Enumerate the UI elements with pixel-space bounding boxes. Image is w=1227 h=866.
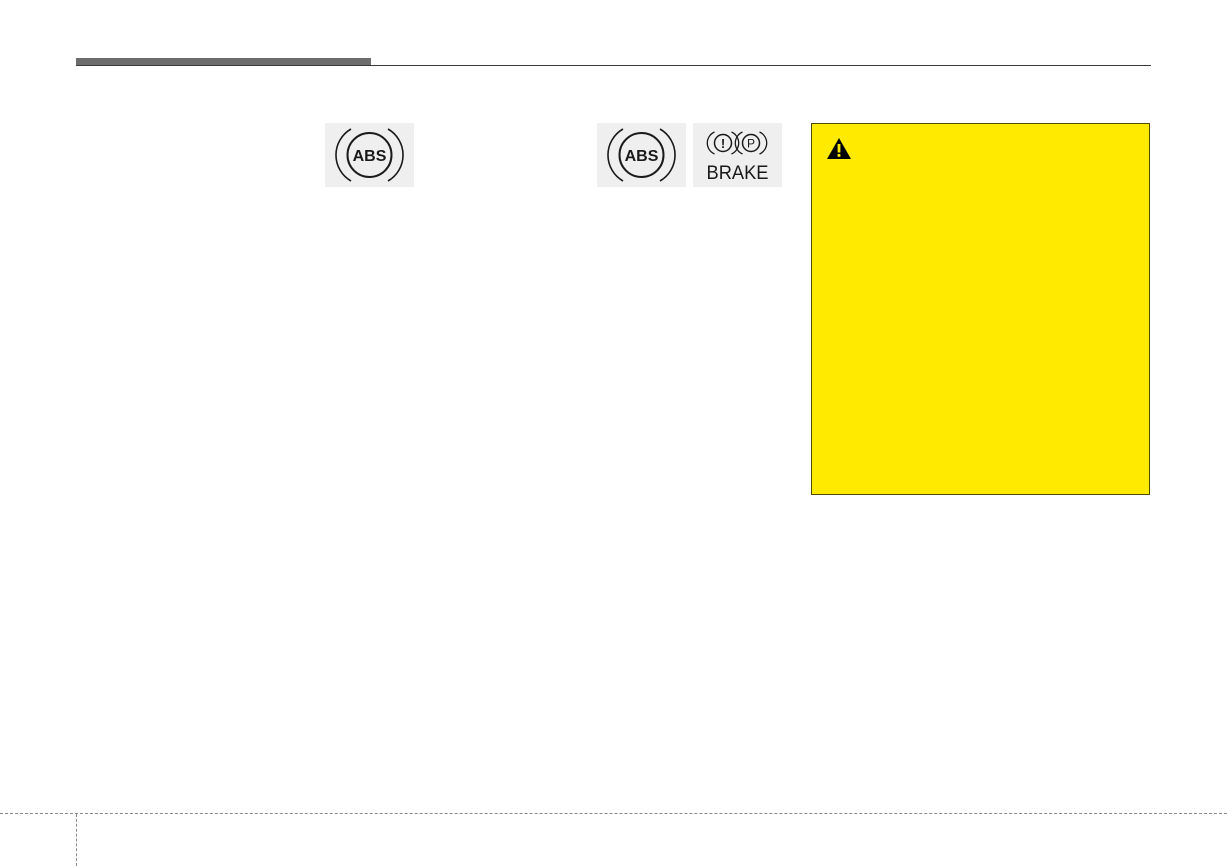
header-rule	[76, 65, 1151, 66]
warning-box	[811, 123, 1150, 495]
section-header-bar	[76, 58, 371, 66]
abs-warning-icon: ABS	[597, 123, 686, 187]
footer-dashed-tick	[76, 814, 77, 866]
brake-label: BRAKE	[707, 163, 769, 184]
brake-parking: P	[747, 137, 755, 151]
footer-dashed-rule	[0, 813, 1227, 814]
abs-label: ABS	[625, 148, 659, 165]
warning-triangle-icon	[826, 137, 852, 160]
abs-label: ABS	[353, 148, 387, 165]
abs-warning-icon: ABS	[325, 123, 414, 187]
brake-exclamation: !	[721, 136, 725, 151]
brake-warning-icon: ! P BRAKE	[693, 123, 782, 187]
